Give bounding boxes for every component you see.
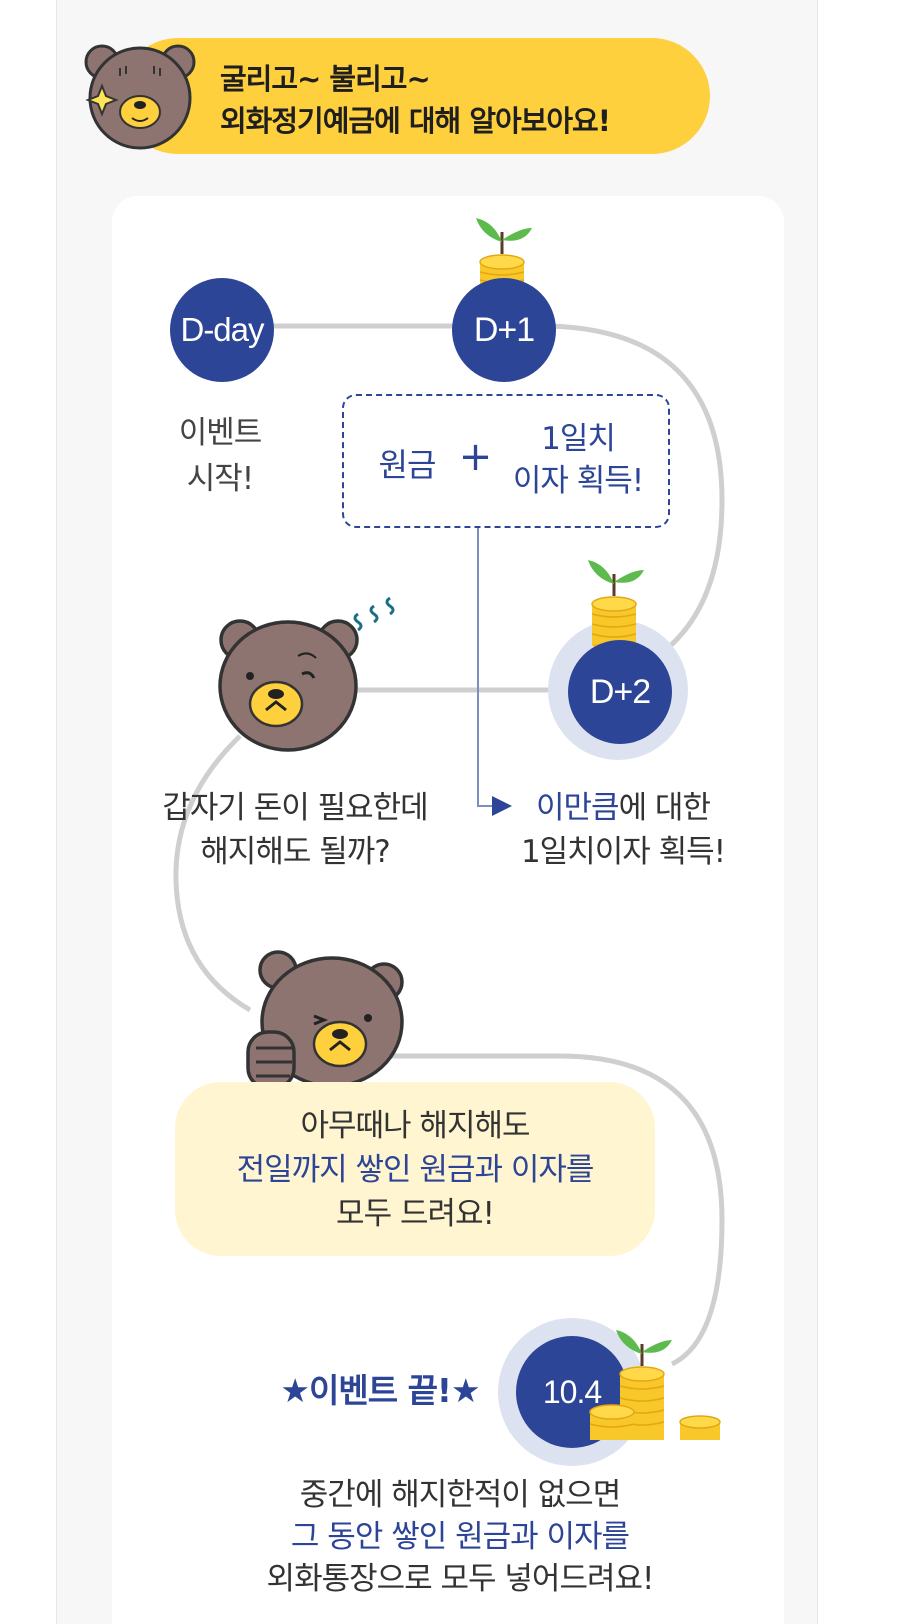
interest-box [342,394,670,528]
final-line-1: 중간에 해지한적이 없으면 [299,1477,621,1513]
bear-sparkle-icon [84,44,196,150]
interest-label: 1일치 이자 획득! [498,418,658,502]
final-line-2: 그 동안 쌓인 원금과 이자를 [290,1519,630,1555]
interest-line-2: 이자 획득! [512,463,644,499]
notice-line-3: 모두 드려요! [336,1196,495,1232]
event-start-label: 이벤트 시작! [160,410,280,502]
worried-bear-icon [218,596,395,752]
dday-marker: D-day [170,278,274,382]
notice-box [175,1082,655,1256]
final-text: 중간에 해지한적이 없으면 그 동안 쌓인 원금과 이자를 외화통장으로 모두 … [180,1474,740,1600]
gain-highlight: 이만큼 [536,790,620,826]
notice-line-2: 전일까지 쌓인 원금과 이자를 [236,1152,595,1188]
end-date-marker: 10.4 [516,1336,628,1448]
banner-line-1: 굴리고~ 불리고~ [220,62,431,96]
intro-banner [120,38,710,154]
banner-line-2: 외화정기예금에 대해 알아보아요! [220,104,611,138]
thumbs-up-bear-icon [246,950,404,1090]
worry-label: 갑자기 돈이 필요한데 해지해도 될까? [140,786,450,874]
worry-line-2: 해지해도 될까? [200,834,390,870]
sprout-coins-icon [588,560,644,651]
interest-line-1: 1일치 [541,421,616,457]
plus-sign: + [458,434,493,480]
principal-label: 원금 [378,446,437,484]
final-line-3: 외화통장으로 모두 넣어드려요! [266,1561,655,1597]
event-start-line-1: 이벤트 [178,415,263,451]
coin-stacks-icon [589,1330,721,1440]
d1-marker: D+1 [452,278,556,382]
gain-line-1: 이만큼에 대한 [508,786,738,830]
gain-label: 이만큼에 대한 1일치이자 획득! [508,786,738,874]
gain-line-2: 1일치이자 획득! [520,834,726,870]
gain-rest: 에 대한 [618,790,711,826]
notice-line-1: 아무때나 해지해도 [300,1108,530,1144]
worry-line-1: 갑자기 돈이 필요한데 [162,790,428,826]
timeline-card [112,196,784,1624]
notice-text: 아무때나 해지해도 전일까지 쌓인 원금과 이자를 모두 드려요! [175,1104,655,1236]
d2-marker: D+2 [568,640,672,744]
banner-text: 굴리고~ 불리고~ 외화정기예금에 대해 알아보아요! [220,58,611,142]
event-end-label: ★이벤트 끝!★ [280,1371,480,1410]
event-start-line-2: 시작! [186,461,254,497]
